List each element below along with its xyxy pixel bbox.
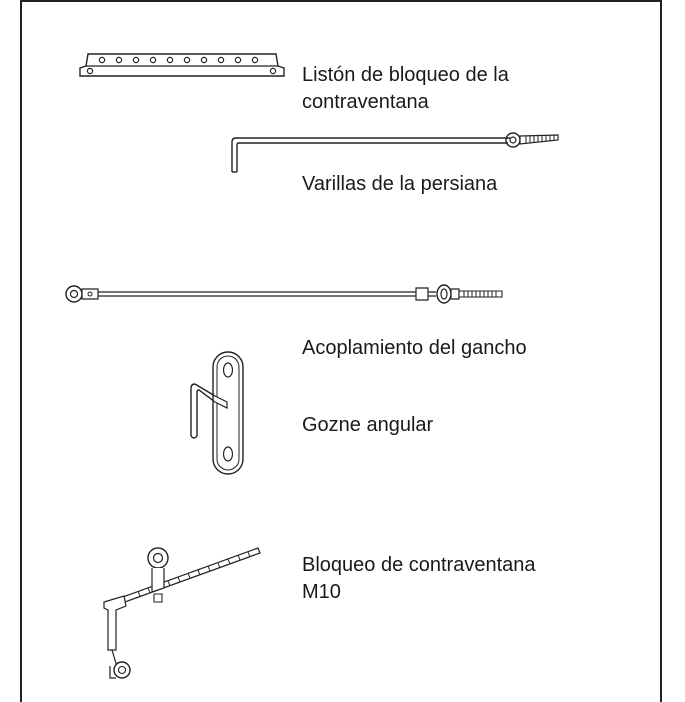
label-shutter-lock-line1: Bloqueo de contraventana (302, 554, 536, 576)
label-locking-strip-line2: contraventana (302, 91, 429, 113)
label-shutter-lock-line2: M10 (302, 581, 341, 603)
label-shutter-rods: Varillas de la persiana (302, 173, 498, 195)
shutter-locking-strip-illustration (78, 50, 286, 82)
label-locking-strip-line1: Listón de bloqueo de la (302, 64, 509, 86)
label-hook-coupling: Acoplamiento del gancho (302, 337, 527, 359)
shutter-rod-hook-illustration (220, 120, 560, 180)
hook-coupling-rod-illustration (62, 280, 506, 310)
angle-hinge-illustration (185, 348, 255, 478)
label-angle-hinge: Gozne angular (302, 414, 434, 436)
page-frame (20, 0, 662, 702)
shutter-lock-m10-illustration (98, 538, 264, 684)
